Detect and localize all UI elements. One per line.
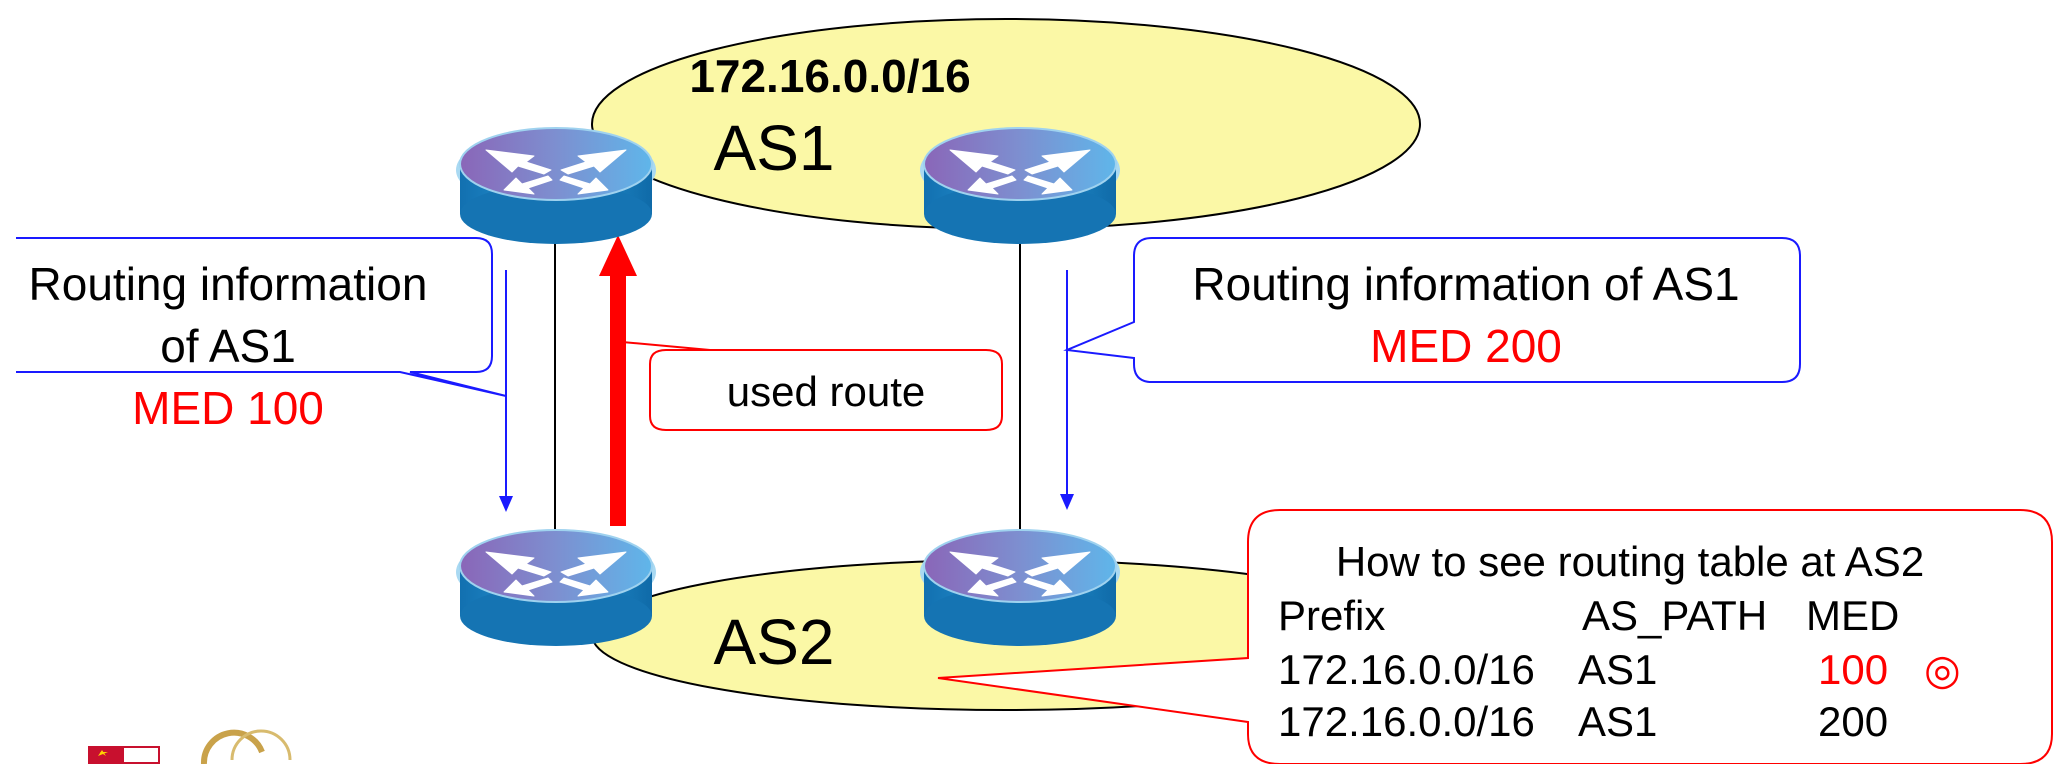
- routing-table-header-as-path: AS_PATH: [1582, 592, 1767, 639]
- router-icon: [456, 127, 656, 245]
- routing-table-row1-med: 100: [1818, 646, 1888, 693]
- advertisement-arrow-left: [499, 270, 513, 512]
- right-callout: Routing information of AS1 MED 200: [1063, 237, 1801, 383]
- routing-table-row1-as-path: AS1: [1578, 646, 1657, 693]
- left-callout-line1: Routing information: [29, 258, 428, 310]
- as1-prefix: 172.16.0.0/16: [689, 50, 970, 102]
- left-callout-line2: of AS1: [160, 320, 296, 372]
- as1-label: AS1: [714, 112, 835, 184]
- routing-table-row2-prefix: 172.16.0.0/16: [1278, 698, 1535, 745]
- logo-anniversary: [200, 729, 292, 764]
- right-callout-line1: Routing information of AS1: [1192, 258, 1739, 310]
- selected-route-mark-icon: ◎: [1924, 646, 1961, 693]
- routing-table-row2-as-path: AS1: [1578, 698, 1657, 745]
- logo-university: [88, 746, 160, 764]
- left-callout-med: MED 100: [132, 382, 324, 434]
- right-callout-med: MED 200: [1370, 320, 1562, 372]
- routing-table-callout: How to see routing table at AS2 Prefix A…: [937, 509, 2053, 764]
- router-icon: [456, 529, 656, 647]
- routing-table-title: How to see routing table at AS2: [1336, 538, 1924, 585]
- used-route-label: used route: [727, 368, 925, 415]
- as2-label: AS2: [714, 606, 835, 678]
- advertisement-arrow-right: [1060, 270, 1074, 510]
- used-route-label-box: used route: [621, 341, 1003, 431]
- routing-table-row2-med: 200: [1818, 698, 1888, 745]
- left-callout: Routing information of AS1 MED 100: [0, 236, 507, 434]
- routing-table-header-med: MED: [1806, 592, 1899, 639]
- used-route-arrow: [599, 235, 637, 526]
- routing-table-header-prefix: Prefix: [1278, 592, 1385, 639]
- router-icon: [920, 529, 1120, 647]
- routing-table-row1-prefix: 172.16.0.0/16: [1278, 646, 1535, 693]
- router-icon: [920, 127, 1120, 245]
